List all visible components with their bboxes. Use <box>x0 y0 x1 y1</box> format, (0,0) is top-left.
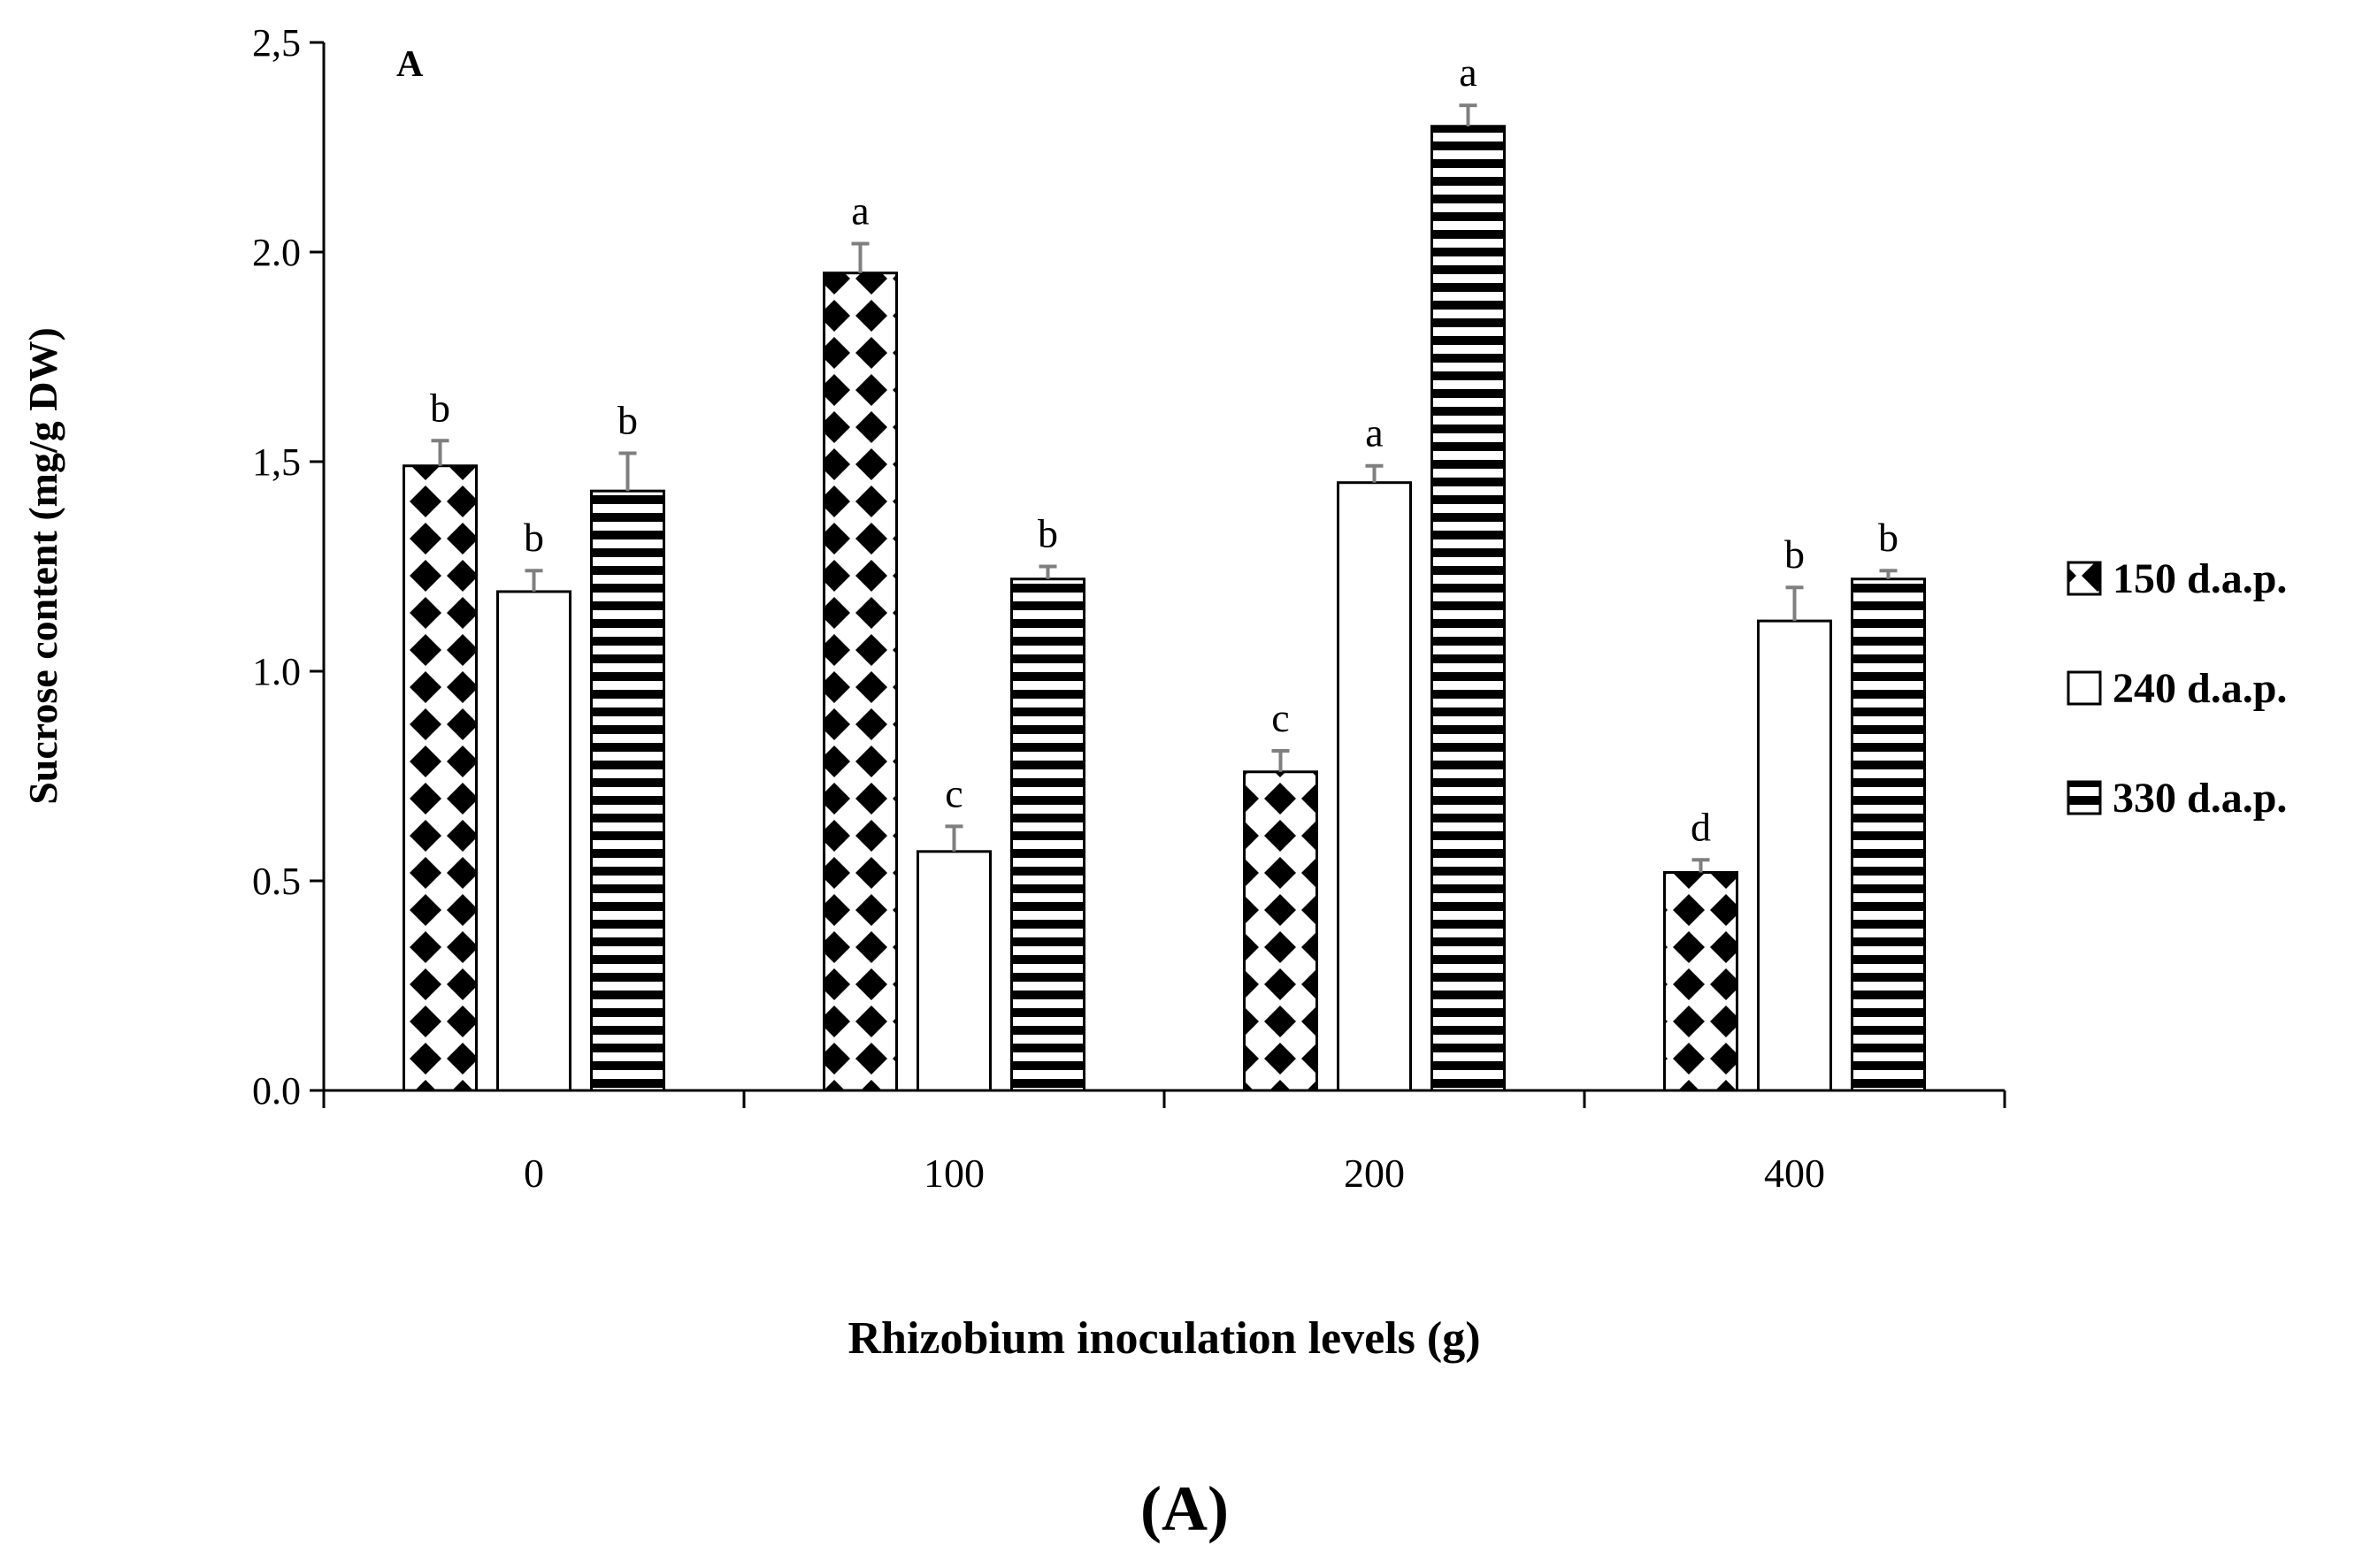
error-bars <box>431 103 1898 873</box>
y-tick-label: 0.5 <box>252 860 301 903</box>
x-tick-label: 400 <box>1764 1151 1825 1196</box>
significance-letter: b <box>524 515 544 560</box>
bar-stripes-400 <box>1851 577 1926 1092</box>
significance-letter: a <box>851 188 869 233</box>
x-tick-label: 200 <box>1344 1151 1405 1196</box>
panel-label: A <box>396 44 424 85</box>
significance-letter: d <box>1691 804 1711 849</box>
y-tick-label: 2,5 <box>252 21 301 65</box>
significance-letter: b <box>1038 511 1058 556</box>
bar-diamond-100 <box>823 272 898 1092</box>
bar-plain-200 <box>1337 481 1412 1092</box>
significance-letter: c <box>945 770 963 815</box>
significance-letter: c <box>1271 695 1289 740</box>
bar-plain-0 <box>496 590 571 1092</box>
legend-swatch-diamond <box>2067 561 2102 596</box>
y-axis-title: Sucrose content (mg/g DW) <box>20 327 65 805</box>
bar-plain-400 <box>1757 619 1832 1092</box>
significance-letter: b <box>1784 532 1805 577</box>
significance-letter: a <box>1365 410 1383 455</box>
bar-diamond-400 <box>1663 871 1738 1092</box>
legend-swatch-stripes <box>2067 780 2102 815</box>
y-tick-label: 1.0 <box>252 650 301 693</box>
significance-letters: b a c d b c a b b b a b <box>430 50 1898 849</box>
significance-letter: b <box>430 385 450 430</box>
bar-diamond-200 <box>1243 770 1318 1092</box>
significance-letter: b <box>617 398 638 443</box>
significance-letter: a <box>1459 50 1476 95</box>
bar-stripes-100 <box>1010 577 1085 1092</box>
legend: 150 d.a.p. 240 d.a.p. 330 d.a.p. <box>2067 555 2287 822</box>
x-axis-ticks: 0 100 200 400 <box>322 1090 2006 1196</box>
x-tick-label: 100 <box>924 1151 985 1196</box>
x-tick-label: 0 <box>524 1151 544 1196</box>
y-tick-label: 2.0 <box>252 231 301 274</box>
legend-swatch-plain <box>2067 670 2102 706</box>
bar-diamond-0 <box>403 464 478 1092</box>
bar-marks <box>403 125 1926 1092</box>
bar-stripes-0 <box>590 489 665 1092</box>
x-axis-title: Rhizobium inoculation levels (g) <box>848 1313 1480 1364</box>
figure-caption: (A) <box>1140 1473 1229 1544</box>
y-tick-label: 0.0 <box>252 1069 301 1113</box>
legend-label: 150 d.a.p. <box>2113 555 2287 602</box>
y-tick-label: 1,5 <box>252 440 301 484</box>
legend-label: 240 d.a.p. <box>2113 665 2287 712</box>
bar-stripes-200 <box>1430 125 1506 1092</box>
significance-letter: b <box>1878 515 1898 560</box>
bar-plain-100 <box>917 850 992 1092</box>
y-axis-ticks: 0.0 0.5 1.0 1,5 2.0 2,5 <box>252 21 324 1113</box>
legend-label: 330 d.a.p. <box>2113 775 2287 822</box>
